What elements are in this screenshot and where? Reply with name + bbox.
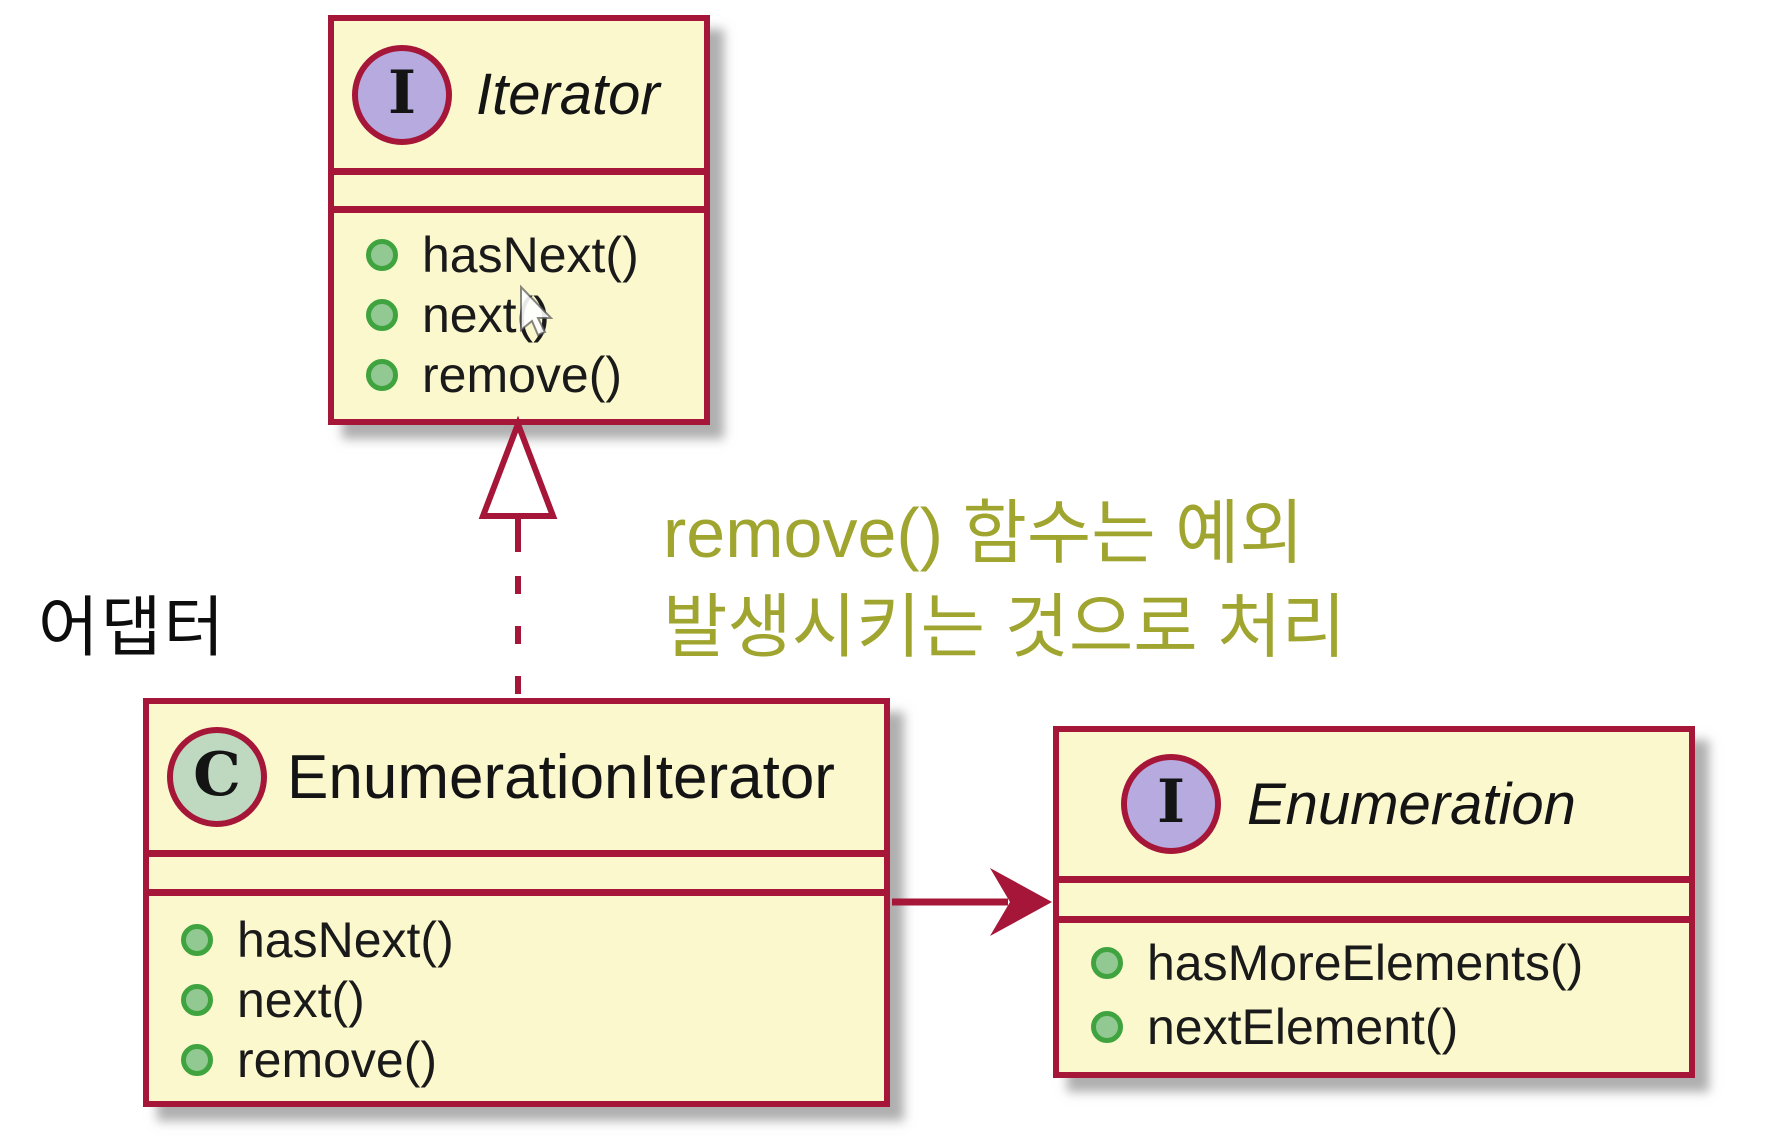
method-label: remove() <box>422 347 623 403</box>
method-label: hasMoreElements() <box>1147 935 1584 991</box>
fields-compartment <box>334 175 704 206</box>
methods-compartment: hasNext() next() remove() <box>334 213 704 419</box>
class-badge-icon: C <box>167 727 267 827</box>
method-item: next() <box>181 970 884 1030</box>
class-title: EnumerationIterator <box>287 742 835 812</box>
public-method-icon <box>181 984 213 1016</box>
fields-compartment <box>1059 883 1689 916</box>
compartment-divider <box>149 850 884 857</box>
title-compartment: C EnumerationIterator <box>149 704 884 850</box>
class-box-enumeration: I Enumeration hasMoreElements() nextElem… <box>1053 726 1695 1078</box>
compartment-divider <box>334 168 704 175</box>
method-label: remove() <box>237 1032 438 1088</box>
class-title: Enumeration <box>1247 771 1576 837</box>
method-label: hasNext() <box>237 912 454 968</box>
public-method-icon <box>181 924 213 956</box>
interface-badge-icon: I <box>352 44 452 145</box>
method-label: next() <box>237 972 365 1028</box>
methods-compartment: hasMoreElements() nextElement() <box>1059 923 1689 1072</box>
class-box-iterator: I Iterator hasNext() next() remove() <box>328 15 710 425</box>
method-label: nextElement() <box>1147 999 1459 1055</box>
compartment-divider <box>1059 876 1689 883</box>
method-item: hasNext() <box>366 225 704 285</box>
adapter-label: 어댑터 <box>38 590 227 664</box>
compartment-divider <box>149 889 884 896</box>
note-line-1: remove() 함수는 예외 <box>663 494 1304 572</box>
method-item: next() <box>366 285 704 345</box>
method-label: hasNext() <box>422 227 639 283</box>
note-line-2: 발생시키는 것으로 처리 <box>663 588 1346 666</box>
method-item: remove() <box>181 1030 884 1090</box>
method-item: hasMoreElements() <box>1091 931 1689 995</box>
public-method-icon <box>366 239 398 271</box>
title-compartment: I Enumeration <box>1059 732 1689 876</box>
interface-badge-icon: I <box>1121 754 1221 854</box>
method-label: next() <box>422 287 550 343</box>
association-arrow-head <box>990 868 1052 936</box>
public-method-icon <box>181 1044 213 1076</box>
title-compartment: I Iterator <box>334 21 704 168</box>
class-box-enumeration-iterator: C EnumerationIterator hasNext() next() r… <box>143 698 890 1107</box>
public-method-icon <box>366 299 398 331</box>
fields-compartment <box>149 857 884 889</box>
public-method-icon <box>1091 947 1123 979</box>
methods-compartment: hasNext() next() remove() <box>149 896 884 1101</box>
method-item: nextElement() <box>1091 995 1689 1059</box>
compartment-divider <box>1059 916 1689 923</box>
note-text: remove() 함수는 예외 발생시키는 것으로 처리 <box>663 486 1346 674</box>
public-method-icon <box>1091 1011 1123 1043</box>
method-item: remove() <box>366 345 704 405</box>
class-title: Iterator <box>476 62 660 127</box>
method-item: hasNext() <box>181 910 884 970</box>
public-method-icon <box>366 359 398 391</box>
realization-triangle-head <box>478 415 558 519</box>
compartment-divider <box>334 206 704 213</box>
